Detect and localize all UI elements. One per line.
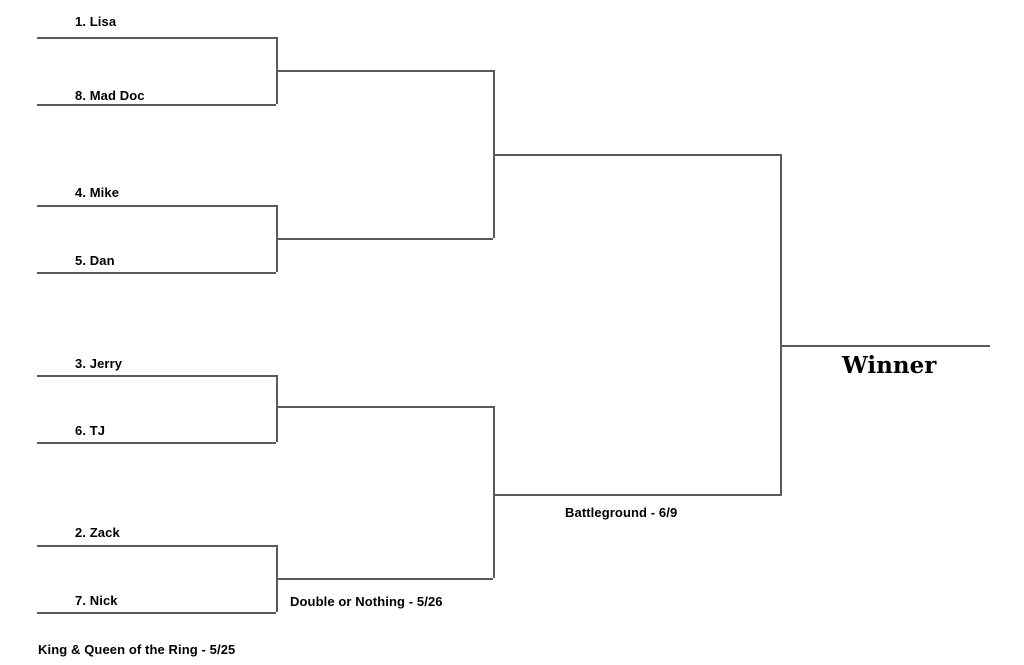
final-line-top	[493, 154, 782, 156]
match-line-m2-bottom	[37, 272, 276, 274]
match-line-m4-top	[37, 545, 276, 547]
winner-line	[780, 345, 990, 347]
semifinal-line-s2-top	[276, 406, 493, 408]
match-line-m4-bottom	[37, 612, 276, 614]
final-line-bottom	[493, 494, 782, 496]
match-connector-m3	[276, 375, 278, 442]
round-label-round-1: King & Queen of the Ring - 5/25	[38, 642, 236, 657]
seed-label-7-nick[interactable]: 7. Nick	[75, 593, 118, 608]
final-connector	[780, 154, 782, 494]
match-line-m3-bottom	[37, 442, 276, 444]
semifinal-connector-s2	[493, 406, 495, 578]
semifinal-line-s1-top	[276, 70, 493, 72]
seed-label-2-zack[interactable]: 2. Zack	[75, 525, 120, 540]
semifinal-line-s2-bottom	[276, 578, 493, 580]
seed-label-8-mad-doc[interactable]: 8. Mad Doc	[75, 88, 145, 103]
match-line-m2-top	[37, 205, 276, 207]
winner-label: Winner	[842, 352, 937, 379]
match-line-m1-top	[37, 37, 276, 39]
seed-label-1-lisa[interactable]: 1. Lisa	[75, 14, 117, 29]
round-label-round-3: Battleground - 6/9	[565, 505, 678, 520]
match-line-m3-top	[37, 375, 276, 377]
seed-label-6-tj[interactable]: 6. TJ	[75, 423, 106, 438]
match-line-m1-bottom	[37, 104, 276, 106]
seed-label-5-dan[interactable]: 5. Dan	[75, 253, 115, 268]
semifinal-line-s1-bottom	[276, 238, 493, 240]
seed-label-3-jerry[interactable]: 3. Jerry	[75, 356, 123, 371]
seed-label-4-mike[interactable]: 4. Mike	[75, 185, 120, 200]
round-label-round-2: Double or Nothing - 5/26	[290, 594, 443, 609]
